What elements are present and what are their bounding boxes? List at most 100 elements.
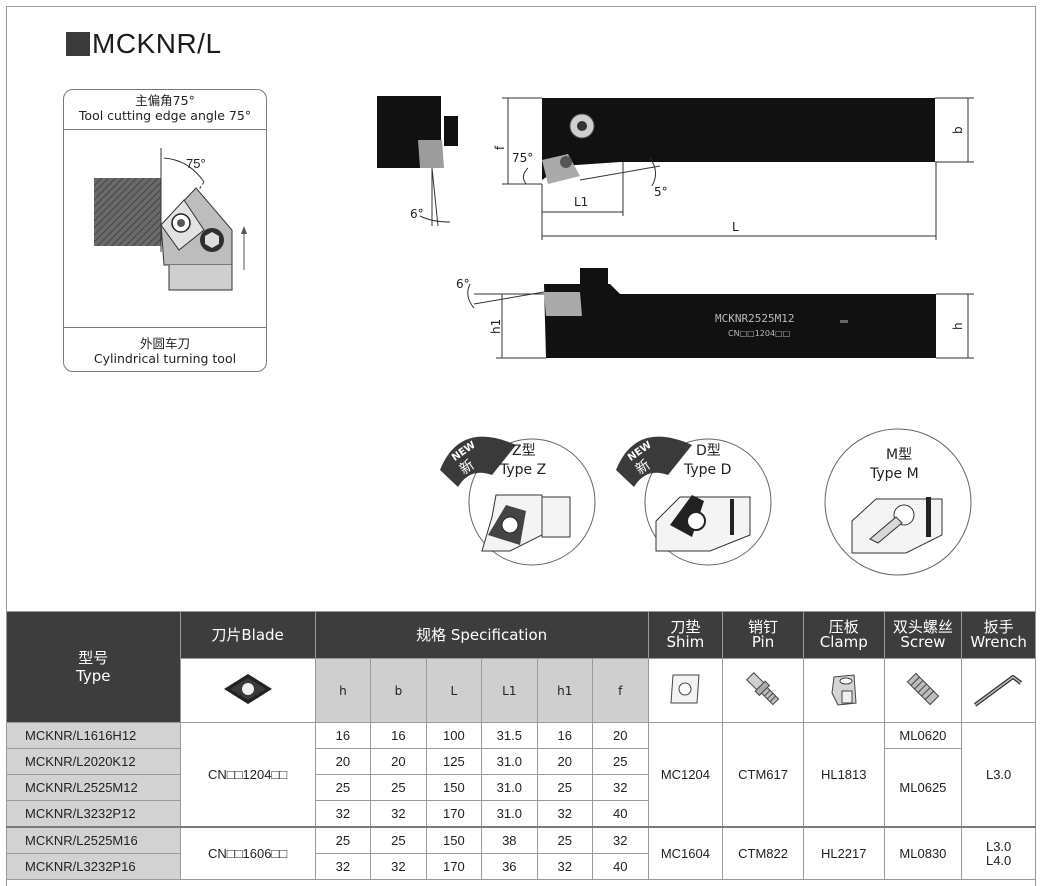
blade-cell-group1: CN□□1204□□ [179, 722, 316, 828]
blade-insert-icon [223, 673, 272, 704]
workpiece-hatch [94, 178, 161, 246]
tool-technical-drawing: 6° f 75° 5° L1 L b [377, 96, 974, 359]
pin-header-cn: 销钉 [748, 618, 779, 636]
value-cell: 16 [536, 722, 594, 749]
clamp-header-cn: 压板 [828, 618, 859, 636]
model-cell: MCKNR/L3232P12 [6, 800, 181, 828]
value-cell: 40 [592, 853, 649, 880]
shim-header-cn: 刀垫 [670, 618, 701, 636]
screw-icon [906, 672, 940, 705]
card-top-caption: 主偏角75° Tool cutting edge angle 75° [64, 93, 266, 123]
value-cell: 150 [425, 774, 483, 801]
clamp-header-en: Clamp [819, 633, 868, 651]
col-L1: L1 [481, 658, 538, 723]
screw-cell-a: ML0620 [883, 722, 963, 749]
engraving-insert: CN□□1204□□ [728, 329, 790, 338]
dim-L: L [732, 220, 739, 234]
value-cell: 170 [425, 800, 483, 828]
model-cell: MCKNR/L2525M16 [6, 826, 181, 854]
clamp-type-variants: NEW 新 Z型 Type Z NEW 新 D型 Type D M型 Type … [440, 428, 972, 576]
dim-L1: L1 [574, 195, 588, 209]
value-cell: 25 [536, 774, 594, 801]
blade-image-cell [179, 658, 316, 723]
value-cell: 31.0 [481, 800, 538, 828]
clamp-image-cell [802, 658, 885, 723]
type-m-badge: M型 Type M [824, 428, 972, 576]
pin-icon [746, 671, 780, 705]
angle-5: 5° [654, 185, 668, 199]
table-row: MCKNR/L2525M16 CN□□1606□□ 25 25 150 38 2… [6, 826, 1036, 880]
type-header-cn: 型号 [78, 649, 109, 667]
value-cell: 20 [592, 722, 649, 749]
pin-header-en: Pin [751, 633, 775, 651]
value-cell: 125 [425, 748, 483, 775]
wrench-value-b: L4.0 [985, 852, 1012, 868]
type-z-cn: Z型 [512, 443, 536, 459]
screw-cell-b: ML0625 [883, 748, 963, 828]
clamp-icon [831, 673, 857, 706]
type-m-en: Type M [869, 466, 919, 482]
dim-f: f [493, 145, 507, 150]
card-bottom-caption: 外圆车刀 Cylindrical turning tool [64, 336, 266, 366]
end-view: 6° [377, 96, 458, 227]
title-text: MCKNR/L [92, 28, 222, 59]
value-cell: 38 [481, 826, 538, 854]
card-bottom-en: Cylindrical turning tool [93, 351, 237, 366]
value-cell: 32 [592, 826, 649, 854]
top-view: f 75° 5° L1 L b [493, 97, 974, 240]
engraving-model: MCKNR2525M12 [715, 312, 794, 325]
col-h1: h1 [536, 658, 594, 723]
shim-header-en: Shim [666, 633, 705, 651]
value-cell: 31.0 [481, 774, 538, 801]
value-cell: 20 [314, 748, 372, 775]
spec-header: 规格 Specification [314, 611, 649, 659]
table-row: MCKNR/L2020K12 20 20 125 31.0 20 25 ML06… [6, 748, 1036, 828]
header-row-2: h b L L1 h1 f [7, 658, 1036, 723]
wrench-image-cell [961, 658, 1036, 723]
page-frame [6, 6, 1036, 886]
card-top-cn: 主偏角75° [135, 93, 195, 108]
model-cell: MCKNR/L2525M12 [6, 774, 181, 801]
wrench-icon [973, 674, 1022, 707]
angle-6-side: 6° [456, 277, 470, 291]
type-z-en: Type Z [499, 462, 546, 478]
clamp-cell-group2: HL2217 [802, 826, 885, 880]
value-cell: 16 [370, 722, 427, 749]
value-cell: 100 [425, 722, 483, 749]
type-d-en: Type D [683, 462, 731, 478]
shim-icon [670, 674, 700, 703]
card-angle-label: 75° [186, 156, 206, 171]
value-cell: 25 [370, 826, 427, 854]
angle-6-top: 6° [410, 207, 424, 221]
shim-image-cell [647, 658, 724, 723]
value-cell: 25 [314, 774, 372, 801]
value-cell: 31.0 [481, 748, 538, 775]
shim-cell-group2: MC1604 [647, 826, 724, 880]
dim-h1: h1 [489, 319, 503, 334]
value-cell: 32 [536, 853, 594, 880]
value-cell: 32 [314, 800, 372, 828]
value-cell: 32 [370, 800, 427, 828]
value-cell: 31.5 [481, 722, 538, 749]
turning-illustration: 75° [94, 148, 247, 291]
col-h: h [314, 658, 372, 723]
type-z-badge: NEW 新 Z型 Type Z [440, 436, 596, 566]
type-d-badge: NEW 新 D型 Type D [616, 436, 772, 566]
col-L: L [425, 658, 483, 723]
angle-75-drawing: 75° [512, 151, 533, 165]
screw-cell-group2: ML0830 [883, 826, 963, 880]
type-header-en: Type [76, 667, 111, 685]
value-cell: 16 [314, 722, 372, 749]
side-view: MCKNR2525M12 CN□□1204□□ 6° h1 h [456, 268, 974, 359]
pin-cell-group1: CTM617 [722, 722, 804, 828]
card-bottom-cn: 外圆车刀 [139, 336, 190, 351]
wrench-header-cn: 扳手 [983, 618, 1014, 636]
new-ribbon-z [440, 436, 516, 487]
pin-cell-group2: CTM822 [722, 826, 804, 880]
